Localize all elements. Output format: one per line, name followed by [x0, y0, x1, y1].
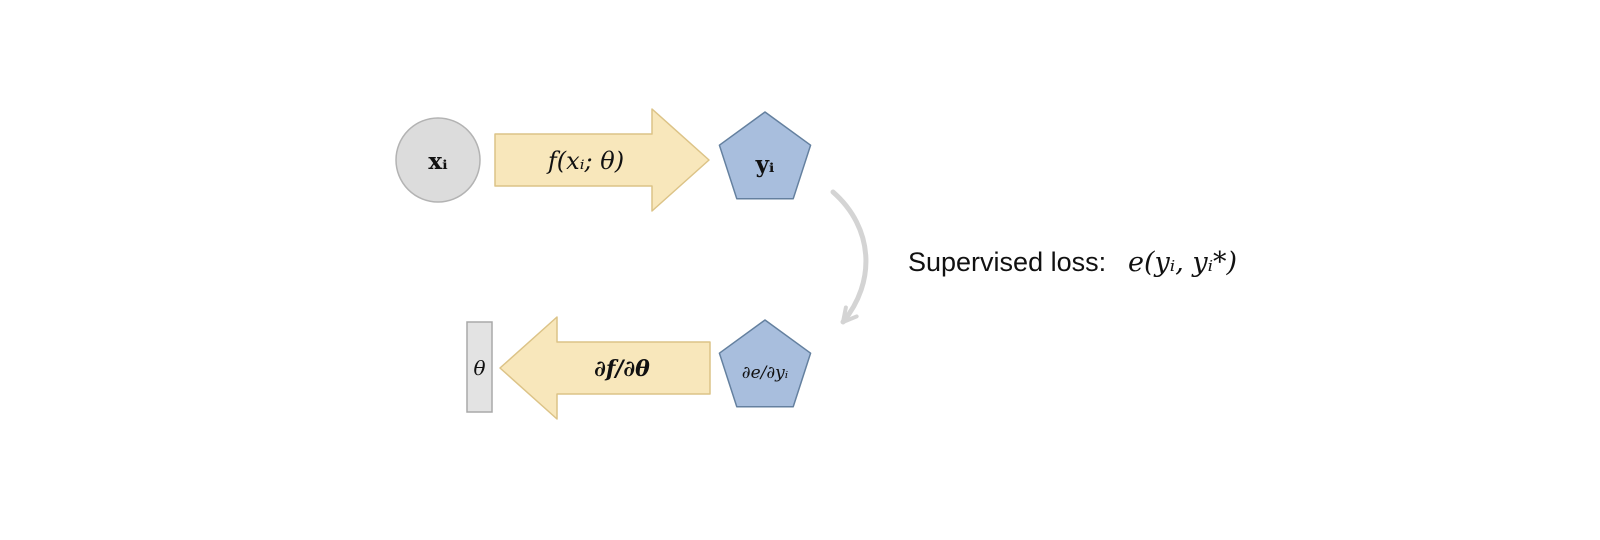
input-node-label: xᵢ [428, 148, 448, 175]
loss-label: Supervised loss: [908, 247, 1106, 277]
theta-node-label: θ [473, 356, 485, 380]
error-gradient-pentagon [718, 319, 812, 408]
forward-arrow [494, 108, 710, 212]
error-gradient-label: ∂e/∂yᵢ [742, 363, 788, 383]
loss-formula: e(yᵢ, yᵢ*) [1128, 247, 1237, 278]
output-node-pentagon [718, 111, 812, 200]
backward-arrow-label: ∂f/∂θ [594, 356, 650, 382]
input-node-circle [395, 117, 481, 203]
theta-node-rect [466, 321, 493, 413]
output-node-label: yᵢ [755, 151, 775, 178]
loss-curve-arrow [830, 189, 869, 325]
forward-arrow-label: f(xᵢ; θ) [546, 147, 624, 175]
backward-arrow [499, 316, 711, 420]
